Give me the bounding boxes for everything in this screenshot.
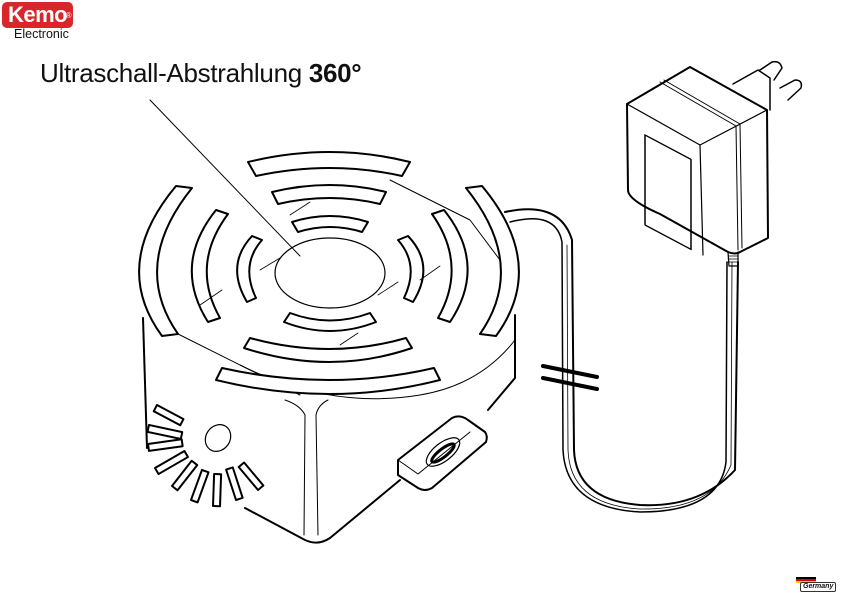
brand-name: Kemo (8, 2, 68, 27)
side-sound-slots (146, 404, 265, 508)
brand-logo: Kemo ® Electronic (2, 2, 94, 41)
cable-break-mark (541, 364, 599, 391)
brand-subtitle: Electronic (14, 27, 69, 41)
speaker-housing (142, 179, 516, 544)
made-in-germany-badge: Germany (794, 576, 840, 592)
power-adapter (626, 60, 803, 267)
led-indicator (204, 424, 232, 452)
surface-hatching (199, 201, 441, 346)
speaker-membrane (274, 237, 386, 309)
registered-mark: ® (65, 11, 72, 20)
adapter-label-panel (644, 134, 692, 251)
power-cable (504, 208, 739, 513)
origin-label: Germany (800, 582, 837, 592)
ultrasound-wave-arcs (138, 151, 520, 395)
headline-emphasis: 360° (308, 58, 362, 88)
mounting-lug (397, 415, 488, 491)
headline-text: Ultraschall-Abstrahlung (40, 58, 309, 88)
brand-logo-box: Kemo ® (2, 2, 74, 28)
leader-line (149, 99, 301, 257)
headline: Ultraschall-Abstrahlung 360° (40, 58, 362, 89)
